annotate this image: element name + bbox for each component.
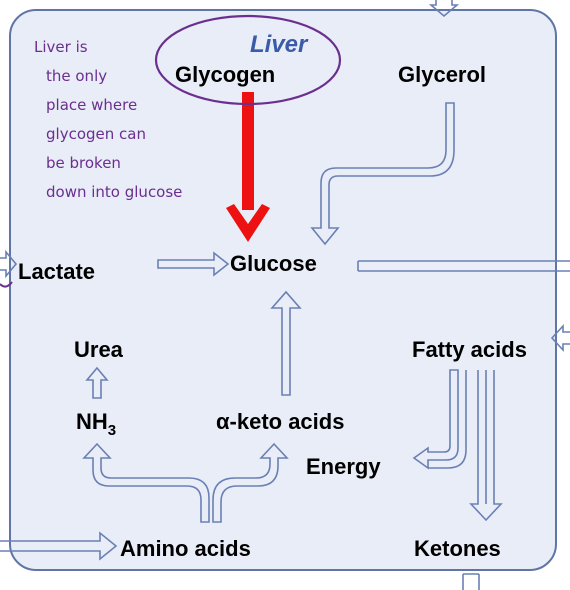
arrow-amino-to-keto — [212, 442, 289, 523]
highlight-arrow-shaft — [242, 92, 254, 210]
node-alpha-keto-acids: α-keto acids — [216, 409, 344, 434]
node-amino-acids: Amino acids — [120, 536, 251, 561]
note-line-1: Liver is — [34, 38, 88, 56]
highlight-arrow-head — [226, 204, 270, 242]
arrow-fatty-to-energy-inner — [428, 370, 467, 469]
nh3-base: NH — [76, 409, 108, 434]
node-nh3: NH3 — [76, 409, 116, 439]
handwritten-circle-glycogen — [154, 14, 342, 106]
diagram-title: Liver — [250, 31, 309, 58]
handwritten-note: Liver is the only place where glycogen c… — [34, 38, 182, 201]
node-energy: Energy — [306, 454, 381, 479]
note-line-3: place where — [46, 96, 137, 114]
incoming-left-arrow-lactate — [0, 249, 18, 279]
nh3-subscript: 3 — [108, 422, 116, 439]
note-line-2: the only — [46, 67, 107, 85]
arrow-fatty-to-energy — [412, 369, 459, 470]
incoming-right-arrow-fatty — [550, 323, 570, 353]
incoming-top-arrow — [428, 0, 460, 18]
arrow-glucose-out-right — [357, 260, 570, 272]
node-fatty-acids: Fatty acids — [412, 337, 527, 362]
note-line-6: down into glucose — [46, 183, 182, 201]
node-ketones: Ketones — [414, 536, 501, 561]
node-glycerol: Glycerol — [398, 62, 486, 87]
handwritten-mark-left — [0, 281, 13, 288]
arrow-lactate-to-glucose — [157, 251, 230, 277]
node-lactate: Lactate — [18, 259, 95, 284]
arrow-into-amino-acids — [0, 531, 118, 561]
node-glucose: Glucose — [230, 251, 317, 276]
arrow-amino-to-nh3 — [82, 442, 210, 523]
diagram-panel — [9, 9, 557, 571]
arrow-nh3-to-urea — [85, 366, 109, 399]
arrow-ketones-out-down — [462, 573, 480, 590]
arrow-glycerol-to-glucose — [310, 102, 455, 246]
arrow-fatty-to-ketones — [469, 370, 503, 522]
arrow-keto-to-glucose — [270, 290, 302, 396]
note-line-5: be broken — [46, 154, 121, 172]
node-glycogen: Glycogen — [175, 62, 275, 87]
node-urea: Urea — [74, 337, 124, 362]
note-line-4: glycogen can — [46, 125, 146, 143]
